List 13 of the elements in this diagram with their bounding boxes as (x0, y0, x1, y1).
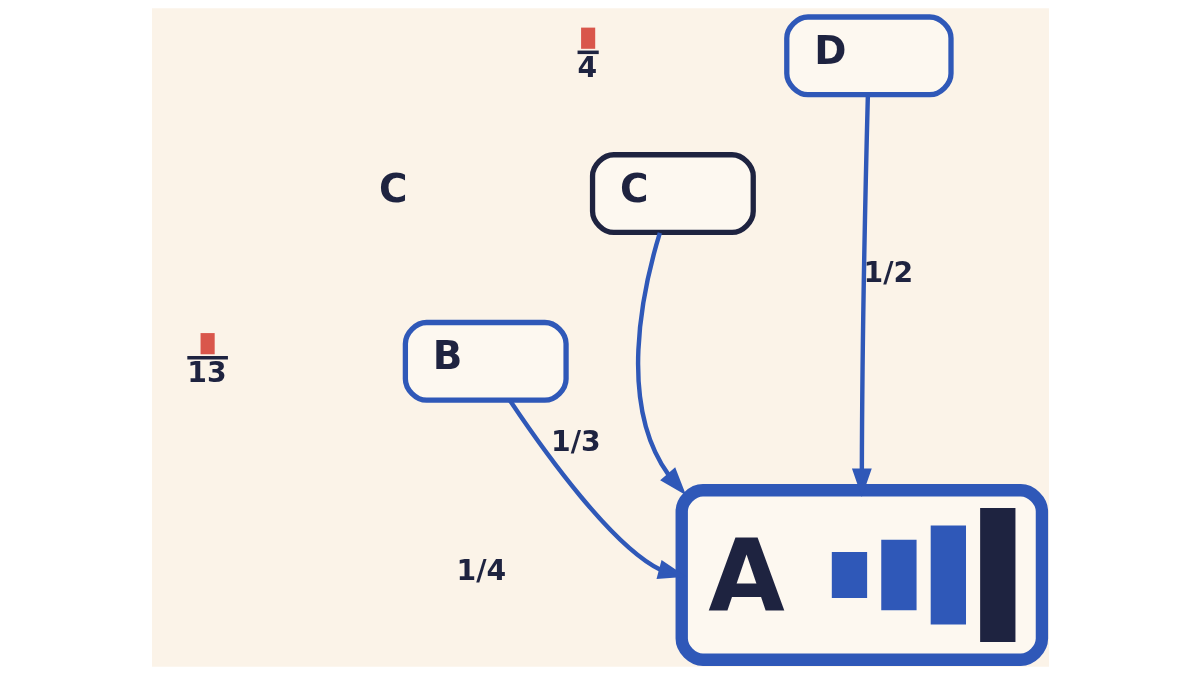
node-box: A (675, 484, 1048, 666)
label: 1/4 (456, 553, 506, 587)
node-box: B (402, 319, 569, 403)
arrow (507, 399, 686, 580)
edge-label: 1/3 (550, 425, 601, 459)
label: 4 (577, 50, 597, 84)
label: C (378, 165, 407, 211)
node-box: C (589, 152, 756, 236)
arrow (635, 232, 686, 496)
edge-label: 1/2 (863, 255, 913, 289)
node-box: D (783, 14, 954, 98)
arrow (851, 95, 872, 497)
label: 13 (186, 356, 227, 390)
